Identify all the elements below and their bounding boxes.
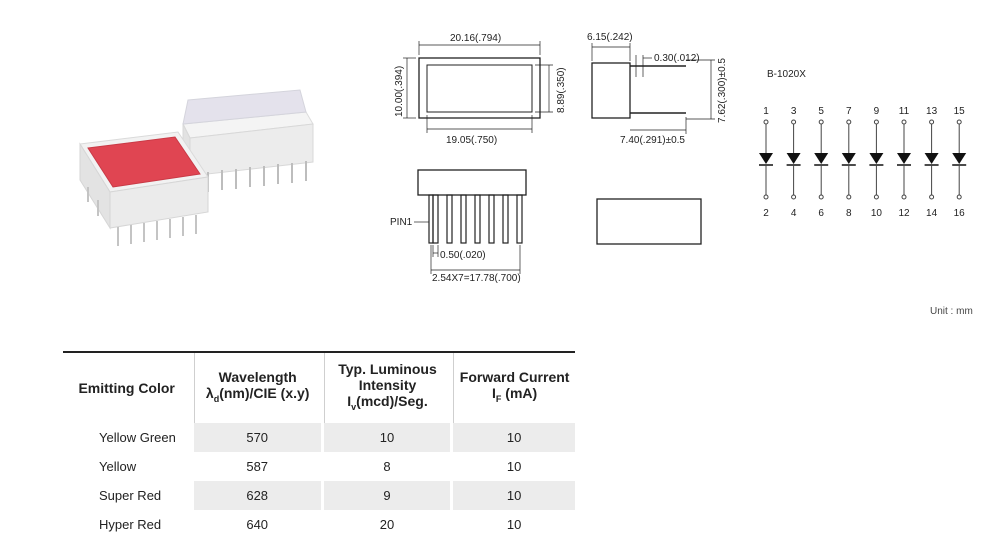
pin-terminal: [763, 119, 769, 125]
front-view-window: [426, 64, 533, 113]
table-row: Super Red 628 9 10: [63, 481, 575, 510]
pin-terminal: [873, 194, 879, 200]
pin-number-bottom: 12: [898, 208, 910, 219]
pin-terminal: [901, 194, 907, 200]
table-row: Yellow 587 8 10: [63, 452, 575, 481]
header-luminous-intensity: Typ. Luminous Intensity Iv(mcd)/Seg.: [324, 353, 450, 423]
dim-row-spacing: 7.62(.300)±0.5: [717, 58, 728, 123]
cell-wavelength: 570: [193, 423, 321, 452]
pin-number-top: 5: [818, 106, 824, 117]
pin-terminal: [929, 119, 935, 125]
cell-color: Yellow: [99, 459, 137, 474]
cell-color: Hyper Red: [99, 517, 162, 532]
pin-number-bottom: 8: [846, 208, 852, 219]
pin-terminal: [791, 194, 797, 200]
pin-terminal: [873, 119, 879, 125]
unit-label: Unit : mm: [930, 306, 973, 317]
dim-pin-width: 0.50(.020): [440, 250, 486, 261]
dim-pin-thickness: 0.30(.012): [654, 53, 700, 64]
pin-terminal: [956, 119, 962, 125]
pin-number-top: 15: [954, 106, 966, 117]
diode-icon: [759, 153, 773, 164]
pin-number-bottom: 16: [954, 208, 966, 219]
cell-intensity: 10: [324, 423, 450, 452]
pin-terminal: [818, 194, 824, 200]
diode-icon: [897, 153, 911, 164]
cell-color: Yellow Green: [99, 430, 176, 445]
diode-icon: [841, 153, 856, 164]
model-label: B-1020X: [767, 69, 806, 80]
pin-number-top: 13: [926, 106, 938, 117]
pin-number-top: 1: [763, 106, 769, 117]
pin-number-bottom: 6: [818, 208, 824, 219]
pin-number-top: 11: [899, 106, 910, 117]
diode-icon: [869, 153, 884, 164]
dim-pin-pitch: 2.54X7=17.78(.700): [432, 273, 521, 284]
pin-terminal: [846, 194, 852, 200]
cell-wavelength: 587: [246, 459, 269, 474]
front-view-outline: [418, 57, 541, 119]
dim-front-width: 20.16(.794): [450, 33, 501, 44]
top-view-outline: [596, 198, 702, 245]
pin-number-bottom: 4: [791, 208, 797, 219]
dim-side-depth: 6.15(.242): [587, 32, 633, 43]
product-photo: [79, 89, 314, 246]
red-led-module: [79, 131, 209, 246]
pin-number-bottom: 10: [871, 208, 883, 219]
side-view-body: [591, 62, 631, 119]
table-row: Yellow Green 570 10 10: [63, 423, 575, 452]
pin-terminal: [791, 119, 797, 125]
pin-number-top: 3: [791, 106, 797, 117]
diode-icon: [786, 153, 801, 164]
header-emitting-color: Emitting Color: [78, 380, 175, 396]
cell-intensity: 8: [383, 459, 391, 474]
pin-number-top: 9: [874, 106, 880, 117]
header-forward-current: Forward Current IF (mA): [453, 353, 575, 423]
table-row: Hyper Red 640 20 10: [63, 510, 575, 539]
spec-table: Emitting Color Wavelength λd(nm)/CIE (x.…: [63, 351, 575, 539]
cell-color: Super Red: [99, 488, 162, 503]
table-header-row: Emitting Color Wavelength λd(nm)/CIE (x.…: [63, 353, 575, 423]
header-wavelength: Wavelength λd(nm)/CIE (x.y): [193, 353, 321, 423]
pin-terminal: [901, 119, 907, 125]
pin-number-bottom: 14: [926, 208, 938, 219]
pin-terminal: [763, 194, 769, 200]
diode-icon: [952, 153, 967, 164]
pin-number-bottom: 2: [763, 208, 769, 219]
pin-terminal: [956, 194, 962, 200]
cell-current: 10: [506, 459, 522, 474]
dimension-drawings: 20.16(.794) 10.00(.394) 8.89(.350) 19.05…: [390, 32, 967, 284]
diode-icon: [924, 153, 939, 164]
pin-number-top: 7: [846, 106, 852, 117]
cell-intensity: 20: [379, 517, 395, 532]
cell-wavelength: 640: [246, 517, 269, 532]
cell-current: 10: [453, 481, 575, 510]
cell-current: 10: [453, 423, 575, 452]
white-led-module: [182, 89, 314, 192]
dim-window-height: 8.89(.350): [556, 67, 567, 113]
pin-terminal: [929, 194, 935, 200]
cell-current: 10: [506, 517, 522, 532]
diode-icon: [814, 153, 829, 164]
dim-window-width: 19.05(.750): [446, 135, 497, 146]
dim-lead-length: 7.40(.291)±0.5: [620, 135, 685, 146]
cell-wavelength: 628: [193, 481, 321, 510]
pin-view-body: [417, 169, 527, 196]
pin-terminal: [818, 119, 824, 125]
pin1-label: PIN1: [390, 217, 413, 228]
cell-intensity: 9: [324, 481, 450, 510]
pin-terminal: [846, 119, 852, 125]
dim-front-height: 10.00(.394): [394, 66, 405, 117]
